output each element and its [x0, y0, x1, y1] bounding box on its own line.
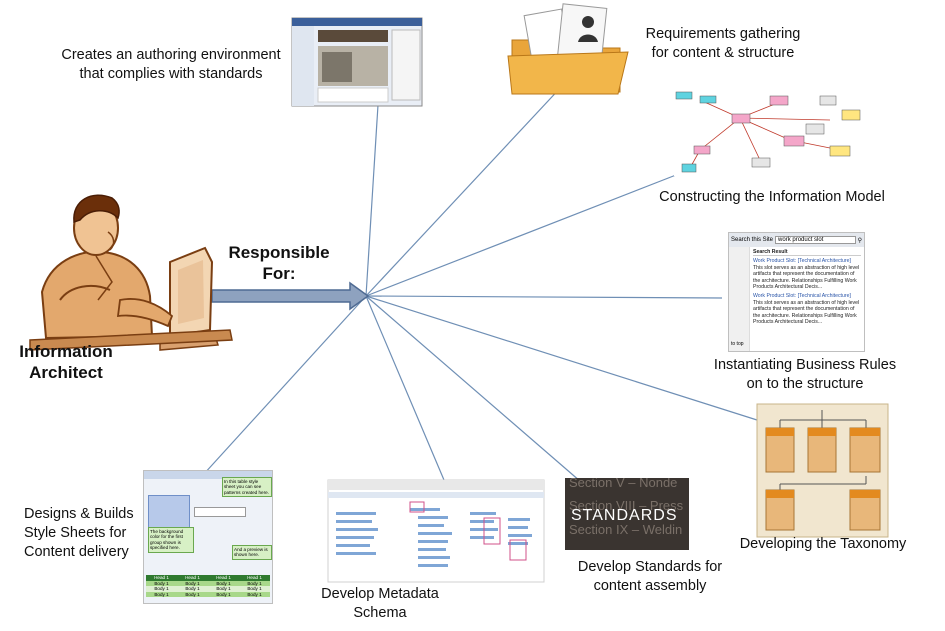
style-body-cell: Body 1 [216, 591, 231, 597]
information-model-diagram-icon [674, 88, 864, 176]
node-authoring-label: Creates an authoring environment that co… [48, 46, 294, 84]
node-standards-line-1: Develop Standards for [577, 559, 723, 575]
style-tip-2: The background color for the first group… [148, 527, 194, 553]
node-style-sheets-label: Designs & Builds Style Sheets for Conten… [24, 505, 154, 562]
style-body-cell: Body 1 [154, 586, 169, 592]
node-metadata-label: Develop Metadata Schema [300, 585, 460, 623]
style-body-cell: Body 1 [154, 580, 169, 586]
connector-authoring [365, 104, 379, 297]
connector-taxonomy [365, 295, 758, 421]
arrow-line-2: For: [262, 264, 296, 283]
role-line-2: Architect [29, 363, 103, 382]
style-body-cell: Body 1 [185, 591, 200, 597]
metadata-schema-screenshot-icon [327, 479, 545, 583]
node-style-sheets-line-2: Style Sheets for [24, 525, 127, 541]
connector-style-sheets [202, 295, 367, 476]
node-info-model-label: Constructing the Information Model [640, 188, 904, 207]
node-info-model-line-1: Constructing the Information Model [659, 189, 885, 205]
node-business-rules-line-1: Instantiating Business Rules [713, 357, 897, 373]
standards-image: Section V – Nonde Section VIII – Press S… [565, 478, 689, 550]
node-business-rules-line-2: on to the structure [746, 376, 864, 392]
style-preview-row: Body 1 Body 1 Body 1 Body 1 [146, 591, 270, 598]
style-preview-header: Head 1 Head 1 Head 1 Head 1 [146, 575, 270, 581]
search-result-body-2: This slot serves as an abstraction of hi… [753, 299, 860, 326]
connector-metadata [365, 295, 445, 481]
style-pattern-field [194, 507, 246, 517]
search-results-pane: Search Result Work Product Slot: [Techni… [750, 247, 864, 351]
to-top-link: to top [731, 341, 744, 347]
node-authoring-line-2: that complies with standards [79, 66, 263, 82]
connector-lines [202, 84, 758, 489]
style-body-cell: Body 1 [216, 586, 231, 592]
search-box-label: Search this Site [731, 237, 774, 243]
style-preview-row: Body 1 Body 1 Body 1 Body 1 [146, 580, 270, 587]
search-sidebar: to top [729, 247, 750, 351]
style-body-cell: Body 1 [247, 586, 262, 592]
node-requirements-line-1: Requirements gathering [645, 26, 801, 42]
search-result-title-2: Work Product Slot: [Technical Architectu… [753, 293, 851, 300]
authoring-screenshot-icon [291, 17, 423, 107]
search-result-heading: Search Result [753, 249, 861, 257]
node-business-rules-label: Instantiating Business Rules on to the s… [698, 356, 912, 394]
style-body-cell: Body 1 [185, 580, 200, 586]
style-sheet-screenshot: In this table style sheet you can see pa… [143, 470, 273, 604]
style-body-cell: Body 1 [216, 580, 231, 586]
folder-icon [507, 3, 629, 95]
node-taxonomy-label: Developing the Taxonomy [728, 535, 918, 554]
role-line-1: Information [19, 342, 113, 361]
style-body-cell: Body 1 [247, 580, 262, 586]
arrow-line-1: Responsible [228, 243, 330, 262]
taxonomy-chart-icon [756, 403, 889, 538]
node-requirements-line-2: for content & structure [651, 45, 795, 61]
architect-figure-icon [29, 194, 233, 351]
connector-business-rules [365, 295, 723, 299]
node-taxonomy-line-1: Developing the Taxonomy [739, 536, 907, 552]
node-metadata-line-1: Develop Metadata [321, 586, 439, 602]
style-body-cell: Body 1 [154, 591, 169, 597]
standards-word: STANDARDS [571, 507, 678, 524]
style-preview-row: Body 1 Body 1 Body 1 Body 1 [146, 586, 270, 592]
style-tip-1: In this table style sheet you can see pa… [222, 477, 272, 498]
style-body-cell: Body 1 [185, 586, 200, 592]
standards-bg-line-1: Section V – Nonde [569, 478, 678, 490]
node-style-sheets-line-1: Designs & Builds [24, 506, 134, 522]
responsible-arrow [211, 281, 370, 311]
connector-info-model [365, 174, 677, 297]
search-result-body-1: This slot serves as an abstraction of hi… [753, 264, 860, 291]
search-query-field: work product slot [775, 236, 856, 244]
node-requirements-label: Requirements gathering for content & str… [630, 25, 816, 63]
search-bar: Search this Site work product slot ⚲ [729, 233, 864, 247]
style-preview-table: Head 1 Head 1 Head 1 Head 1 Body 1 Body … [146, 575, 270, 598]
node-standards-line-2: content assembly [593, 578, 707, 594]
connector-requirements [365, 84, 564, 297]
information-architect-label: Information Architect [10, 341, 122, 383]
style-head-cell: Head 1 [154, 575, 169, 580]
style-window-titlebar [144, 471, 272, 479]
style-body-cell: Body 1 [247, 591, 262, 597]
standards-bg-line-3: Section IX – Weldin [569, 522, 683, 537]
node-authoring-line-1: Creates an authoring environment [61, 47, 281, 63]
connector-standards [365, 295, 589, 489]
responsible-for-label: Responsible For: [214, 242, 344, 284]
node-style-sheets-line-3: Content delivery [24, 544, 129, 560]
style-tip-3: And a preview is shown here. [232, 545, 272, 560]
node-metadata-line-2: Schema [353, 605, 407, 621]
standards-bg-line-2: Section VIII – Press [569, 498, 684, 513]
search-results-screenshot: Search this Site work product slot ⚲ to … [728, 232, 865, 352]
node-standards-label: Develop Standards for content assembly [560, 558, 740, 596]
style-head-cell: Head 1 [185, 575, 200, 580]
search-icon: ⚲ [857, 237, 862, 244]
style-head-cell: Head 1 [247, 575, 262, 580]
search-result-title-1: Work Product Slot: [Technical Architectu… [753, 258, 851, 265]
style-head-cell: Head 1 [216, 575, 231, 580]
